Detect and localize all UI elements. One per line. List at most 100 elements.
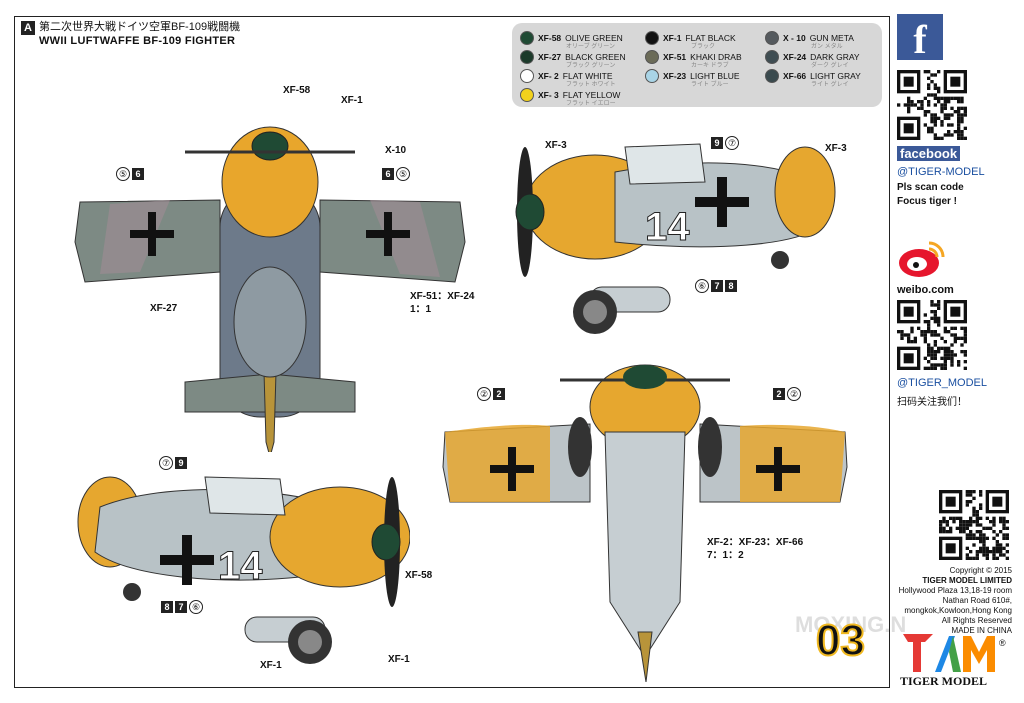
section-badge: A bbox=[21, 21, 35, 35]
facebook-logo-icon[interactable]: f bbox=[897, 14, 943, 62]
color-name-japanese: ガン メタル bbox=[811, 44, 843, 50]
color-name: FLAT WHITE bbox=[562, 71, 613, 81]
color-name-japanese: ブラック bbox=[691, 44, 716, 50]
color-name: FLAT YELLOW bbox=[562, 90, 621, 100]
label-top-xf27: XF-27 bbox=[150, 303, 178, 314]
color-name: KHAKI DRAB bbox=[690, 52, 742, 62]
color-swatch-icon bbox=[520, 31, 534, 45]
color-code: XF-24 bbox=[783, 52, 807, 62]
color-code: XF-58 bbox=[538, 33, 562, 43]
color-code: XF-1 bbox=[663, 33, 682, 43]
label-bottom-xf: XF-2：XF-23：XF-66 bbox=[707, 537, 804, 548]
weibo-qr-code bbox=[897, 300, 967, 370]
color-swatch-icon bbox=[520, 50, 534, 64]
label-top-xf58: XF-58 bbox=[283, 85, 311, 96]
color-name: LIGHT BLUE bbox=[690, 71, 740, 81]
scan-note: Pls scan code bbox=[897, 182, 964, 193]
title-english: WWII LUFTWAFFE BF-109 FIGHTER bbox=[39, 35, 236, 47]
label-side1-xf3-left: XF-3 bbox=[545, 140, 567, 151]
watermark: MOXING.N bbox=[795, 612, 907, 637]
color-name: DARK GRAY bbox=[810, 52, 860, 62]
weibo-logo-icon[interactable] bbox=[897, 237, 947, 279]
color-name: GUN META bbox=[809, 33, 854, 43]
color-name: OLIVE GREEN bbox=[565, 33, 623, 43]
color-code: XF-51 bbox=[663, 52, 687, 62]
color-swatch-icon bbox=[520, 69, 534, 83]
follow-note: 扫码关注我们！ bbox=[897, 397, 967, 408]
copyright-block: Copyright © 2015 TIGER MODEL LIMITED Hol… bbox=[898, 566, 1012, 635]
label-side1-xf3-right: XF-3 bbox=[825, 143, 847, 154]
color-swatch-icon bbox=[645, 69, 659, 83]
color-code: X - 10 bbox=[783, 33, 806, 43]
facebook-qr-code bbox=[897, 70, 967, 140]
tiger-model-logo-icon: ® bbox=[903, 634, 1006, 672]
color-name-japanese: ライト ブルー bbox=[691, 82, 729, 88]
color-swatch-icon bbox=[765, 50, 779, 64]
color-name: FLAT BLACK bbox=[685, 33, 736, 43]
color-name-japanese: フラット ホワイト bbox=[566, 82, 616, 88]
top-view-aircraft bbox=[74, 126, 466, 452]
side-view-aircraft-right: 14 bbox=[515, 143, 836, 334]
color-name: LIGHT GRAY bbox=[810, 71, 861, 81]
color-name-japanese: フラット イエロー bbox=[566, 101, 616, 107]
label-side2-xf1-right: XF-1 bbox=[388, 654, 410, 665]
title-japanese: 第二次世界大戦ドイツ空軍BF-109戦闘機 bbox=[39, 21, 241, 33]
color-code: XF- 2 bbox=[538, 71, 559, 81]
focus-note: Focus tiger ! bbox=[897, 196, 958, 207]
color-swatch-icon bbox=[765, 69, 779, 83]
side-view-aircraft-left: 14 bbox=[77, 476, 410, 664]
sheet-header: A 第二次世界大戦ドイツ空軍BF-109戦闘機 WWII LUFTWAFFE BF… bbox=[21, 21, 240, 48]
label-top-x10: X-10 bbox=[385, 145, 407, 156]
color-name: BLACK GREEN bbox=[565, 52, 626, 62]
color-name-japanese: ダーク グレイ bbox=[811, 63, 849, 69]
label-bottom-ratio: 7：1：2 bbox=[707, 550, 744, 561]
color-name-japanese: ブラック グリーン bbox=[566, 63, 616, 69]
fuselage-number-left: 14 bbox=[218, 544, 263, 588]
weibo-handle[interactable]: @TIGER_MODEL bbox=[897, 377, 988, 389]
color-swatch-icon bbox=[645, 31, 659, 45]
color-code: XF-66 bbox=[783, 71, 807, 81]
weibo-label: weibo.com bbox=[897, 284, 954, 296]
color-code: XF-27 bbox=[538, 52, 562, 62]
label-top-xf1: XF-1 bbox=[341, 95, 363, 106]
label-top-xf51: XF-51：XF-24 bbox=[410, 291, 475, 302]
label-side2-xf58: XF-58 bbox=[405, 570, 433, 581]
social-sidebar: f facebook @TIGER-MODEL Pls scan code Fo… bbox=[893, 0, 1024, 703]
svg-text:®: ® bbox=[999, 638, 1006, 648]
color-swatch-icon bbox=[645, 50, 659, 64]
label-side2-xf1-left: XF-1 bbox=[260, 660, 282, 671]
page-number: 03 bbox=[815, 615, 866, 666]
bottom-view-aircraft bbox=[442, 364, 848, 682]
instruction-sheet: A 第二次世界大戦ドイツ空軍BF-109戦闘機 WWII LUFTWAFFE BF… bbox=[14, 16, 890, 688]
facebook-handle[interactable]: @TIGER-MODEL bbox=[897, 166, 985, 178]
color-code: XF-23 bbox=[663, 71, 687, 81]
brand-name: TIGER MODEL bbox=[900, 674, 988, 688]
fuselage-number-right: 14 bbox=[645, 205, 690, 249]
label-top-ratio: 1：1 bbox=[410, 304, 432, 315]
color-code: XF- 3 bbox=[538, 90, 559, 100]
company-qr-code bbox=[939, 490, 1009, 560]
color-swatch-icon bbox=[765, 31, 779, 45]
color-name-japanese: オリーブ グリーン bbox=[566, 44, 616, 50]
facebook-label: facebook bbox=[897, 146, 961, 161]
color-name-japanese: カーキ ドラブ bbox=[691, 63, 729, 69]
